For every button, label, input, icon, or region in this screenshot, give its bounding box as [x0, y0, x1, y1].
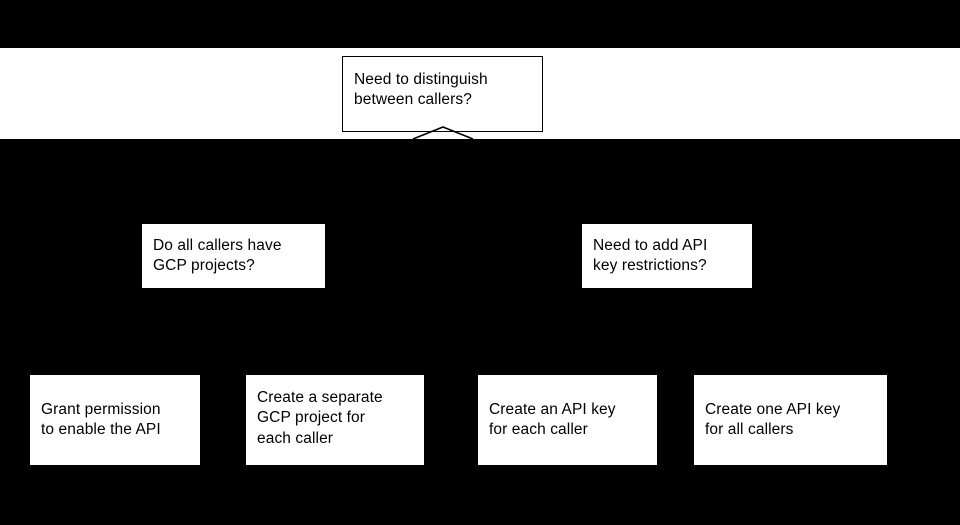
arrow-head-icon — [412, 126, 474, 140]
edge-gcp-projects-down — [233, 288, 235, 324]
node-need-to-distinguish-between-callers[interactable]: Need to distinguish between callers? — [342, 56, 543, 132]
edge-branch-right-down — [666, 160, 668, 224]
edge-key-restrictions-down — [666, 288, 668, 324]
edge-key-restrictions-split — [567, 323, 791, 325]
node-create-a-separate-gcp-project-for-each-caller[interactable]: Create a separate GCP project for each c… — [246, 375, 424, 465]
node-do-all-callers-have-gcp-projects[interactable]: Do all callers have GCP projects? — [142, 224, 325, 288]
node-need-to-add-api-key-restrictions[interactable]: Need to add API key restrictions? — [582, 224, 752, 288]
node-create-an-api-key-for-each-caller[interactable]: Create an API key for each caller — [478, 375, 657, 465]
node-create-one-api-key-for-all-callers[interactable]: Create one API key for all callers — [694, 375, 887, 465]
edge-branch-left-down — [233, 160, 235, 224]
edge-to-key-each-caller — [567, 323, 569, 375]
edge-to-grant-permission — [115, 323, 117, 375]
edge-gcp-projects-split — [115, 323, 335, 325]
node-grant-permission-to-enable-the-api[interactable]: Grant permission to enable the API — [30, 375, 200, 465]
edge-to-separate-project — [334, 323, 336, 375]
edge-root-split-horizontal — [233, 160, 667, 162]
edge-to-key-all-callers — [790, 323, 792, 375]
edge-root-to-gcp-projects — [442, 139, 444, 161]
